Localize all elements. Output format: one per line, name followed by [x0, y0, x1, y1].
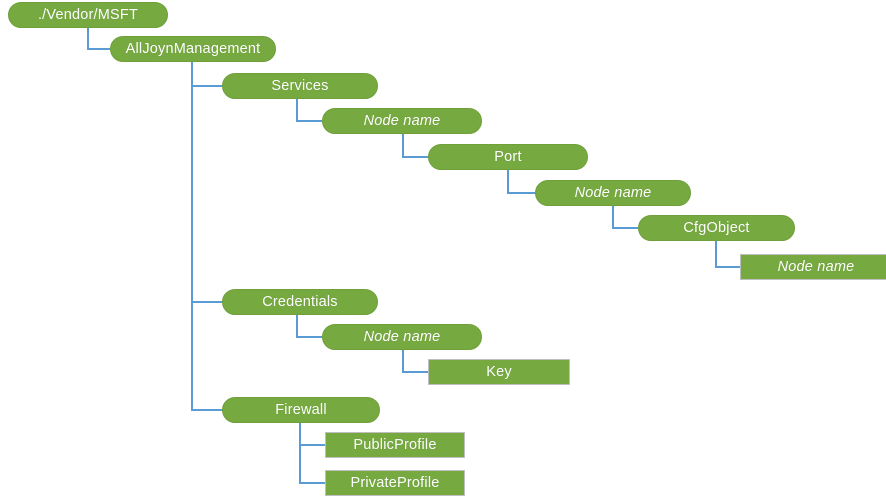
tree-node-port[interactable]: Port	[428, 144, 588, 170]
tree-node-key[interactable]: Key	[428, 359, 570, 385]
tree-node-label: CfgObject	[683, 220, 750, 236]
connector-vendor-to-alljoyn	[87, 27, 111, 50]
tree-node-label: PrivateProfile	[350, 475, 440, 491]
tree-node-vendor[interactable]: ./Vendor/MSFT	[8, 2, 168, 28]
tree-node-label: Services	[271, 78, 329, 94]
tree-node-label: ./Vendor/MSFT	[37, 7, 139, 23]
tree-node-credentials[interactable]: Credentials	[222, 289, 378, 315]
tree-node-label: Node name	[574, 185, 652, 201]
tree-node-cfgobject[interactable]: CfgObject	[638, 215, 795, 241]
tree-node-label: AllJoynManagement	[125, 41, 261, 57]
connector-nodename-to-port	[402, 133, 429, 158]
connector-credentials-to-nodename	[296, 314, 323, 338]
connector-cfgobject-to-nodename	[715, 240, 741, 268]
tree-node-alljoyn[interactable]: AllJoynManagement	[110, 36, 276, 62]
tree-node-services[interactable]: Services	[222, 73, 378, 99]
tree-node-port-nodename[interactable]: Node name	[535, 180, 691, 206]
tree-node-label: Firewall	[275, 402, 327, 418]
connector-nodename-to-key	[402, 349, 429, 373]
tree-node-privateprofile[interactable]: PrivateProfile	[325, 470, 465, 496]
tree-node-cfg-nodename[interactable]: Node name	[740, 254, 886, 280]
connector-services-to-nodename	[296, 98, 323, 122]
tree-node-label: Credentials	[262, 294, 338, 310]
tree-node-label: Node name	[777, 259, 855, 275]
tree-node-cred-nodename[interactable]: Node name	[322, 324, 482, 350]
tree-node-firewall[interactable]: Firewall	[222, 397, 380, 423]
tree-node-label: Node name	[363, 329, 441, 345]
connector-nodename-to-cfgobject	[612, 205, 639, 229]
tree-node-label: Port	[494, 149, 522, 165]
tree-node-svc-nodename[interactable]: Node name	[322, 108, 482, 134]
tree-node-label: Key	[486, 364, 512, 380]
tree-node-label: Node name	[363, 113, 441, 129]
connector-port-to-nodename	[507, 169, 536, 194]
tree-node-label: PublicProfile	[353, 437, 437, 453]
tree-node-publicprofile[interactable]: PublicProfile	[325, 432, 465, 458]
